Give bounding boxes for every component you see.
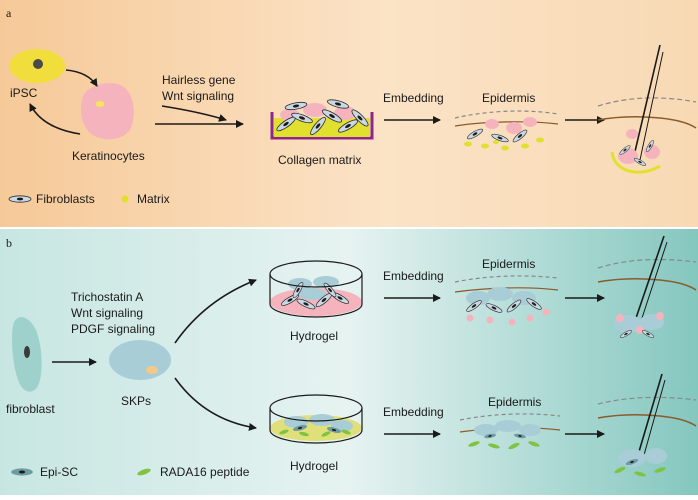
keratinocytes-label: Keratinocytes	[72, 149, 145, 163]
epidermis-label-a: Epidermis	[482, 91, 535, 105]
legend-matrix-icon	[121, 195, 129, 203]
hairless-gene-label: Hairless gene	[162, 73, 236, 87]
fibroblast-label: fibroblast	[6, 402, 55, 416]
hair-follicle-a	[597, 44, 697, 174]
curved-arrow-a	[161, 105, 227, 122]
embedding-label-b-bottom: Embedding	[383, 405, 444, 419]
embedding-label-a: Embedding	[383, 91, 444, 105]
ipsc-label: iPSC	[10, 86, 38, 100]
panel-a-letter: a	[6, 6, 12, 20]
panel-b-background	[0, 229, 698, 495]
legend-episc-icon	[11, 468, 33, 476]
skp-cell	[109, 340, 171, 380]
pdgf-signaling-label: PDGF signaling	[71, 322, 155, 336]
legend-rada16-label: RADA16 peptide	[160, 465, 250, 479]
ipsc-to-keratinocyte-arrow	[65, 69, 98, 87]
legend-rada16-icon	[137, 468, 151, 476]
legend-fibroblasts-icon	[8, 195, 32, 203]
collagen-matrix-label: Collagen matrix	[278, 153, 361, 167]
arrow-to-hydrogel-top	[174, 278, 257, 344]
keratinocyte-to-ipsc-arrow	[29, 103, 81, 135]
legend-fibroblasts-label: Fibroblasts	[36, 192, 95, 206]
ipsc-cell	[9, 49, 65, 83]
hydrogel-dish-bottom	[269, 394, 363, 444]
legend-matrix-label: Matrix	[137, 192, 170, 206]
fibroblast-cell	[11, 316, 42, 392]
hair-follicle-b-bottom	[597, 373, 697, 477]
hydrogel-bottom-label: Hydrogel	[290, 459, 338, 473]
wnt-signaling-label-b: Wnt signaling	[71, 306, 143, 320]
collagen-dish	[270, 97, 374, 140]
embedding-label-b-top: Embedding	[383, 269, 444, 283]
hydrogel-top-label: Hydrogel	[290, 329, 338, 343]
panel-b-letter: b	[6, 236, 12, 250]
skps-label: SKPs	[121, 394, 151, 408]
skin-construct-b-top	[454, 275, 559, 326]
trichostatin-label: Trichostatin A	[71, 290, 143, 304]
keratinocyte-cell	[80, 82, 134, 140]
skin-construct-a	[454, 110, 559, 151]
wnt-signaling-label-a: Wnt signaling	[162, 89, 234, 103]
epidermis-label-b-top: Epidermis	[482, 257, 535, 271]
arrow-to-hydrogel-bottom	[174, 377, 257, 431]
legend-episc-label: Epi-SC	[40, 465, 78, 479]
skin-construct-b-bottom	[459, 413, 561, 450]
hair-follicle-b-top	[597, 235, 697, 340]
epidermis-label-b-bottom: Epidermis	[488, 395, 541, 409]
hydrogel-dish-top	[269, 260, 363, 318]
